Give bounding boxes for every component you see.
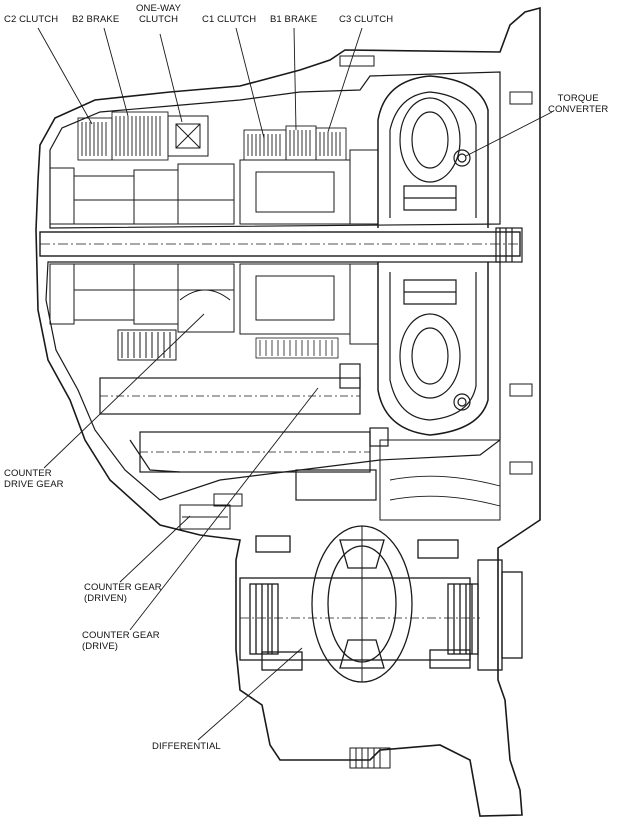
leader-counter-drive-gear xyxy=(43,313,205,469)
leader-counter-gear-drive xyxy=(129,387,319,631)
b2-brake-pack xyxy=(111,111,169,161)
label-counter-gear-driven-line2: (DRIVEN) xyxy=(84,593,128,604)
housing-studs xyxy=(339,55,533,475)
center-drum-assembly xyxy=(239,149,379,359)
lower-case-inner xyxy=(45,261,501,501)
c2-clutch-pack xyxy=(77,117,113,161)
label-c3-clutch: C3 CLUTCH xyxy=(339,14,394,25)
label-counter-gear-driven: COUNTER GEAR (DRIVEN) xyxy=(84,582,162,604)
transmission-housing-outline xyxy=(35,6,541,817)
differential-pinion-upper xyxy=(339,539,385,569)
counter-drive-gear-block xyxy=(117,329,177,361)
label-b2-brake: B2 BRAKE xyxy=(72,14,120,25)
label-counter-drive-gear-line1: COUNTER xyxy=(4,468,52,479)
leader-one-way-clutch xyxy=(159,33,183,123)
c3-clutch-pack xyxy=(315,127,347,161)
label-counter-gear-drive-line2: (DRIVE) xyxy=(82,641,119,652)
leader-b2-brake xyxy=(103,27,129,117)
b1-brake-pack xyxy=(285,125,317,161)
label-counter-drive-gear: COUNTER DRIVE GEAR xyxy=(4,468,64,490)
torque-converter-turbine-upper xyxy=(399,97,461,183)
leader-c3-clutch xyxy=(327,27,363,133)
label-counter-gear-drive: COUNTER GEAR (DRIVE) xyxy=(82,630,160,652)
bottom-bolt xyxy=(349,747,391,769)
left-planetary-gears xyxy=(49,163,235,333)
leader-torque-converter xyxy=(465,111,553,157)
label-counter-drive-gear-line2: DRIVE GEAR xyxy=(4,479,64,490)
label-counter-gear-driven-line1: COUNTER GEAR xyxy=(84,582,162,593)
leader-counter-gear-driven xyxy=(119,515,191,583)
label-one-way-clutch: ONE-WAY CLUTCH xyxy=(136,3,181,25)
leader-differential xyxy=(197,647,303,741)
lower-right-cover xyxy=(379,439,501,521)
shaft-end-spline xyxy=(495,227,523,263)
one-way-clutch xyxy=(167,115,209,157)
label-one-way-clutch-line1: ONE-WAY xyxy=(136,3,182,14)
label-one-way-clutch-line2: CLUTCH xyxy=(138,14,179,25)
label-c2-clutch: C2 CLUTCH xyxy=(4,14,59,25)
label-counter-gear-drive-line1: COUNTER GEAR xyxy=(82,630,160,641)
counter-shaft xyxy=(99,363,389,501)
label-torque-converter-line1: TORQUE xyxy=(557,93,599,104)
leader-lines xyxy=(37,27,553,741)
label-torque-converter-line2: CONVERTER xyxy=(548,104,609,115)
c1-clutch-pack xyxy=(243,129,287,161)
differential-assembly xyxy=(239,525,523,683)
torque-converter-hub-upper xyxy=(453,149,471,167)
label-torque-converter: TORQUE CONVERTER xyxy=(548,93,608,115)
torque-converter-turbine-lower xyxy=(399,313,461,399)
upper-case-inner xyxy=(49,71,501,229)
label-differential: DIFFERENTIAL xyxy=(152,741,221,752)
leader-b1-brake xyxy=(293,27,297,131)
torque-converter-upper xyxy=(377,75,489,228)
differential-pinion-lower xyxy=(339,639,385,669)
counter-gear-driven-block xyxy=(179,493,243,530)
label-c1-clutch: C1 CLUTCH xyxy=(202,14,257,25)
label-b1-brake: B1 BRAKE xyxy=(270,14,318,25)
torque-converter-lower xyxy=(377,262,489,436)
leader-c1-clutch xyxy=(235,27,265,139)
leader-c2-clutch xyxy=(37,27,93,125)
torque-converter-hub-lower xyxy=(453,393,471,411)
